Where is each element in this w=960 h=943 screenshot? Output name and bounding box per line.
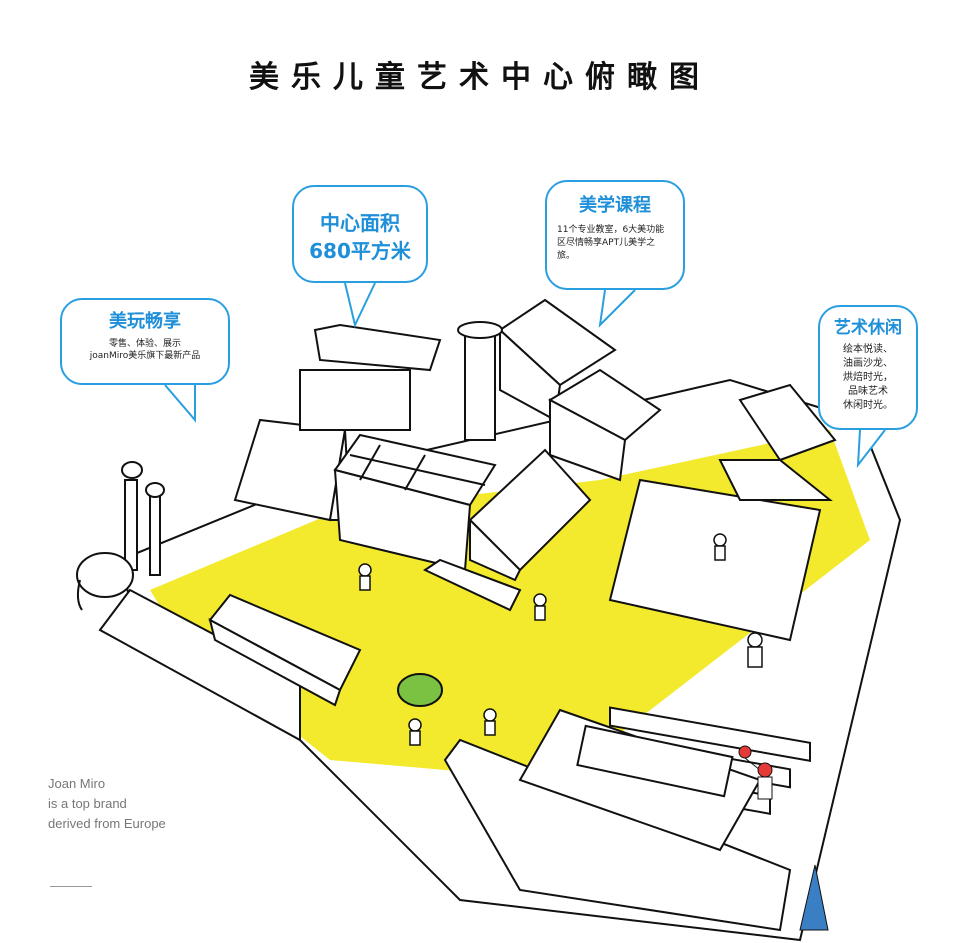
brand-caption: Joan Miro is a top brand derived from Eu…: [48, 774, 166, 834]
area-line2: 680平方米: [309, 239, 411, 263]
area-line1: 中心面积: [320, 211, 400, 235]
front-wall-right: [443, 738, 792, 932]
building-6: [718, 383, 837, 501]
leisure-line1: 绘本悦读、: [843, 344, 893, 355]
dining-table: [576, 724, 734, 798]
elephant: [76, 552, 134, 611]
leisure-line5: 休闲时光。: [843, 400, 893, 411]
building-5: [547, 368, 662, 482]
bench: [422, 558, 522, 612]
courses-title: 美学课程: [579, 195, 651, 216]
shopping-line2: joanMiro美乐旗下最新产品: [89, 351, 201, 361]
building-3: [468, 448, 592, 582]
figures: [358, 533, 763, 746]
leisure-line4: 品味艺术: [848, 386, 888, 397]
page-title: 美乐儿童艺术中心俯瞰图: [249, 60, 711, 95]
courses-body: 11个专业教室，6大美功能区尽情畅享APT儿美学之旅。: [557, 225, 665, 261]
shopping-bubble: 美玩畅享 零售、体验、展示 joanMiro美乐旗下最新产品: [60, 298, 230, 385]
shopping-line1: 零售、体验、展示: [108, 339, 181, 349]
brand-line1: Joan Miro: [48, 776, 106, 791]
glass-building: [333, 433, 497, 572]
column: [457, 321, 503, 441]
shopping-title: 美玩畅享: [109, 311, 181, 332]
brand-line3: derived from Europe: [48, 816, 166, 831]
building-2: [299, 323, 442, 431]
shelves: [208, 593, 362, 707]
area-bubble: 中心面积 680平方米: [292, 185, 428, 283]
girl-with-balloon: [738, 745, 773, 800]
leisure-bubble: 艺术休闲 绘本悦读、 油画沙龙、 烘焙时光， 品味艺术 休闲时光。: [818, 305, 918, 430]
planter: [397, 673, 443, 707]
leisure-line2: 油画沙龙、: [843, 358, 893, 369]
leisure-line3: 烘焙时光，: [843, 372, 893, 383]
brand-line2: is a top brand: [48, 796, 127, 811]
leisure-title: 艺术休闲: [834, 318, 902, 338]
divider: [50, 886, 92, 887]
giraffe: [121, 461, 165, 576]
courses-bubble: 美学课程 11个专业教室，6大美功能区尽情畅享APT儿美学之旅。: [545, 180, 685, 290]
blue-figure: [799, 864, 829, 931]
